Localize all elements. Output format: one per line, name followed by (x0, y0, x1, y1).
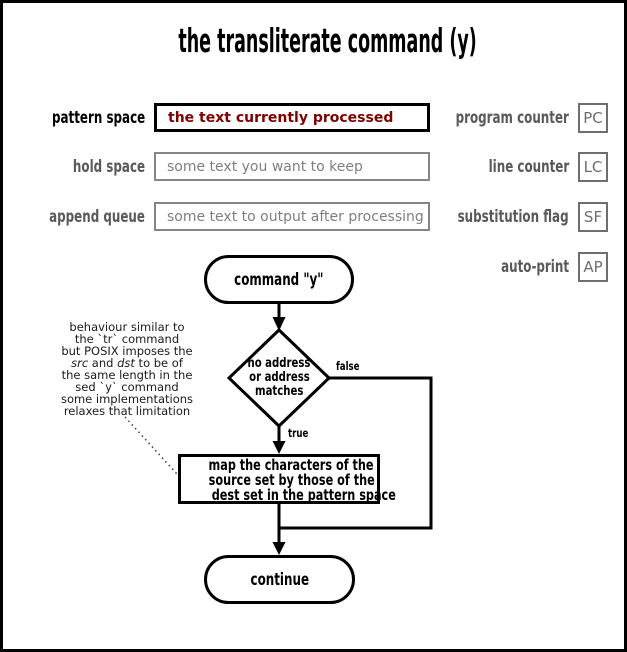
hold-space-value: some text you want to keep (167, 158, 363, 175)
append-queue-box: some text to output after processing (154, 202, 430, 231)
arrowhead-into-decision (272, 317, 286, 331)
pattern-space-value: the text currently processed (168, 109, 394, 126)
auto-print-box: AP (578, 252, 608, 282)
note-line: src and dst to be of (71, 356, 183, 370)
flowchart-process-node: map the characters of the source set by … (178, 454, 396, 504)
program-counter-label: program counter (455, 108, 569, 128)
hold-space-label: hold space (72, 156, 145, 177)
connector-false-branch (279, 376, 433, 530)
page-title: the transliterate command (y) (178, 21, 478, 60)
line-counter-box: LC (578, 152, 608, 182)
note-line: some implementations (60, 392, 194, 406)
hold-space-box: some text you want to keep (154, 152, 430, 181)
pattern-space-label: pattern space (51, 107, 145, 128)
note-line: behaviour similar to (69, 320, 185, 334)
false-branch-label: false (336, 359, 360, 373)
append-queue-value: some text to output after processing (167, 208, 424, 225)
true-branch-label: true (288, 426, 309, 440)
note-line: the `tr` command (74, 332, 180, 346)
note-line: sed `y` command (75, 380, 179, 394)
line-counter-label: line counter (488, 157, 569, 177)
pattern-space-box: the text currently processed (154, 103, 430, 132)
note-pointer-dotted-line (124, 416, 178, 475)
flowchart-end-node: continue (204, 555, 355, 604)
note-line: relaxes that limitation (63, 404, 191, 418)
note-line: the same length in the (61, 368, 193, 382)
append-queue-label: append queue (49, 206, 145, 227)
substitution-flag-label: substitution flag (457, 207, 569, 227)
decision-diamond-text: no address or address matches (247, 355, 311, 399)
program-counter-box: PC (578, 103, 608, 133)
auto-print-label: auto-print (501, 257, 569, 277)
arrowhead-into-end (272, 542, 286, 555)
behaviour-note: behaviour similar to the `tr` command bu… (47, 321, 207, 417)
arrowhead-into-process (272, 441, 286, 454)
substitution-flag-box: SF (578, 202, 608, 232)
flowchart-start-node: command "y" (204, 255, 354, 304)
note-line: but POSIX imposes the (61, 344, 193, 358)
